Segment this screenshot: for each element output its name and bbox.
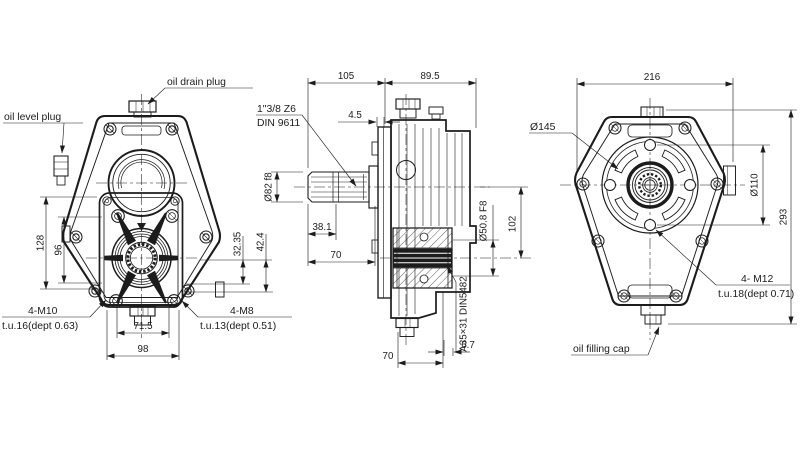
dim-housing-depth: 89.5 — [420, 71, 440, 82]
dim-hub-length: 70 — [383, 351, 394, 362]
side-body-outline — [390, 119, 477, 319]
callout-m8-depth: t.u.13(dept 0.51) — [200, 321, 276, 332]
dim-housing-height: 293 — [779, 208, 790, 225]
back-right-plug-boss — [723, 165, 736, 196]
dim-axis-to-housing-bottom: 42.4 — [256, 232, 267, 252]
callout-oil-level-plug: oil level plug — [4, 112, 61, 123]
back-bearing-balls — [638, 172, 663, 197]
front-dim-lines — [2, 87, 292, 360]
back-drain-plug-fitting — [640, 106, 664, 118]
side-view-annotations: 105 89.5 4.5 1"3/8 Z6 DIN 9611 Ø82 f8 38… — [256, 71, 528, 368]
dim-spline-length: 38.1 — [312, 222, 331, 233]
callout-flange-spigot: Ø145 — [530, 122, 556, 133]
front-flange-inner — [103, 197, 179, 303]
side-drain-plug-fitting — [395, 98, 444, 120]
callout-m10-depth: t.u.16(dept 0.63) — [2, 321, 78, 332]
side-dim-lines — [256, 78, 528, 368]
callout-m12-bolts: 4- M12 — [741, 274, 774, 285]
back-dim-lines — [529, 78, 797, 356]
side-bearing-boss — [396, 160, 416, 180]
dim-housing-width: 216 — [644, 72, 661, 83]
callout-output-spline-spec: A35×31 DIN5482 — [459, 276, 470, 351]
front-flange-plate — [98, 192, 184, 308]
back-housing-outline — [574, 115, 726, 307]
back-input-flange — [601, 136, 699, 234]
front-output-hub — [111, 227, 172, 289]
back-filling-cap-fitting — [640, 304, 666, 325]
side-plate-tab-upper — [371, 141, 379, 156]
dim-bolt-pitch-horizontal: 71.5 — [133, 321, 153, 332]
side-view — [294, 94, 532, 346]
side-mounting-plate — [377, 126, 392, 299]
dim-flange-thickness: 4.5 — [348, 110, 362, 121]
side-input-shaft — [307, 165, 379, 209]
dim-output-bore: Ø50.8 F8 — [479, 200, 490, 241]
oil-drain-plug-fitting — [128, 100, 157, 118]
dim-flange-width: 98 — [138, 344, 149, 355]
callout-oil-filling-cap: oil filling cap — [573, 344, 630, 355]
front-input-opening — [107, 149, 176, 217]
callout-m12-depth: t.u.18(dept 0.71) — [718, 289, 794, 300]
front-top-boss — [121, 125, 162, 136]
dim-boss-diameter: Ø82 f8 — [264, 172, 275, 202]
callout-input-shaft-spec: 1"3/8 Z6 — [257, 104, 296, 115]
front-flange-screws — [102, 196, 181, 308]
back-seal-ring — [626, 161, 674, 209]
callout-m10-bolts: 4-M10 — [28, 306, 58, 317]
front-corner-bolts — [69, 122, 213, 298]
side-output-hub-section — [392, 227, 453, 289]
back-view — [560, 98, 745, 340]
oil-level-plug-fitting — [53, 155, 69, 186]
callout-input-shaft-standard: DIN 9611 — [257, 118, 300, 129]
dim-shaft-length: 70 — [331, 250, 342, 261]
dim-axis-distance: 102 — [508, 216, 519, 232]
dim-flange-height: 128 — [36, 234, 47, 251]
dim-bolt-pitch-vertical: 96 — [54, 244, 65, 255]
front-rib-spokes — [104, 212, 178, 304]
back-m12-holes — [604, 139, 696, 231]
dim-bolt-circle: Ø110 — [750, 173, 761, 197]
front-view-annotations: oil drain plug oil level plug 4-M10 t.u.… — [2, 77, 292, 360]
dim-axis-to-flange-bottom: 32.35 — [233, 231, 244, 256]
callout-oil-drain-plug: oil drain plug — [167, 77, 226, 88]
front-right-tab — [215, 281, 225, 298]
back-view-annotations: 216 Ø145 Ø110 293 4- M12 t.u.18(dept 0.7… — [529, 72, 797, 356]
dim-shaft-assembly-length: 105 — [338, 71, 355, 82]
back-corner-bolts — [576, 121, 724, 303]
callout-m8-bolts: 4-M8 — [230, 306, 254, 317]
dim-hub-face-offset: 6.7 — [461, 340, 475, 351]
side-filling-cap-fitting — [395, 317, 419, 337]
